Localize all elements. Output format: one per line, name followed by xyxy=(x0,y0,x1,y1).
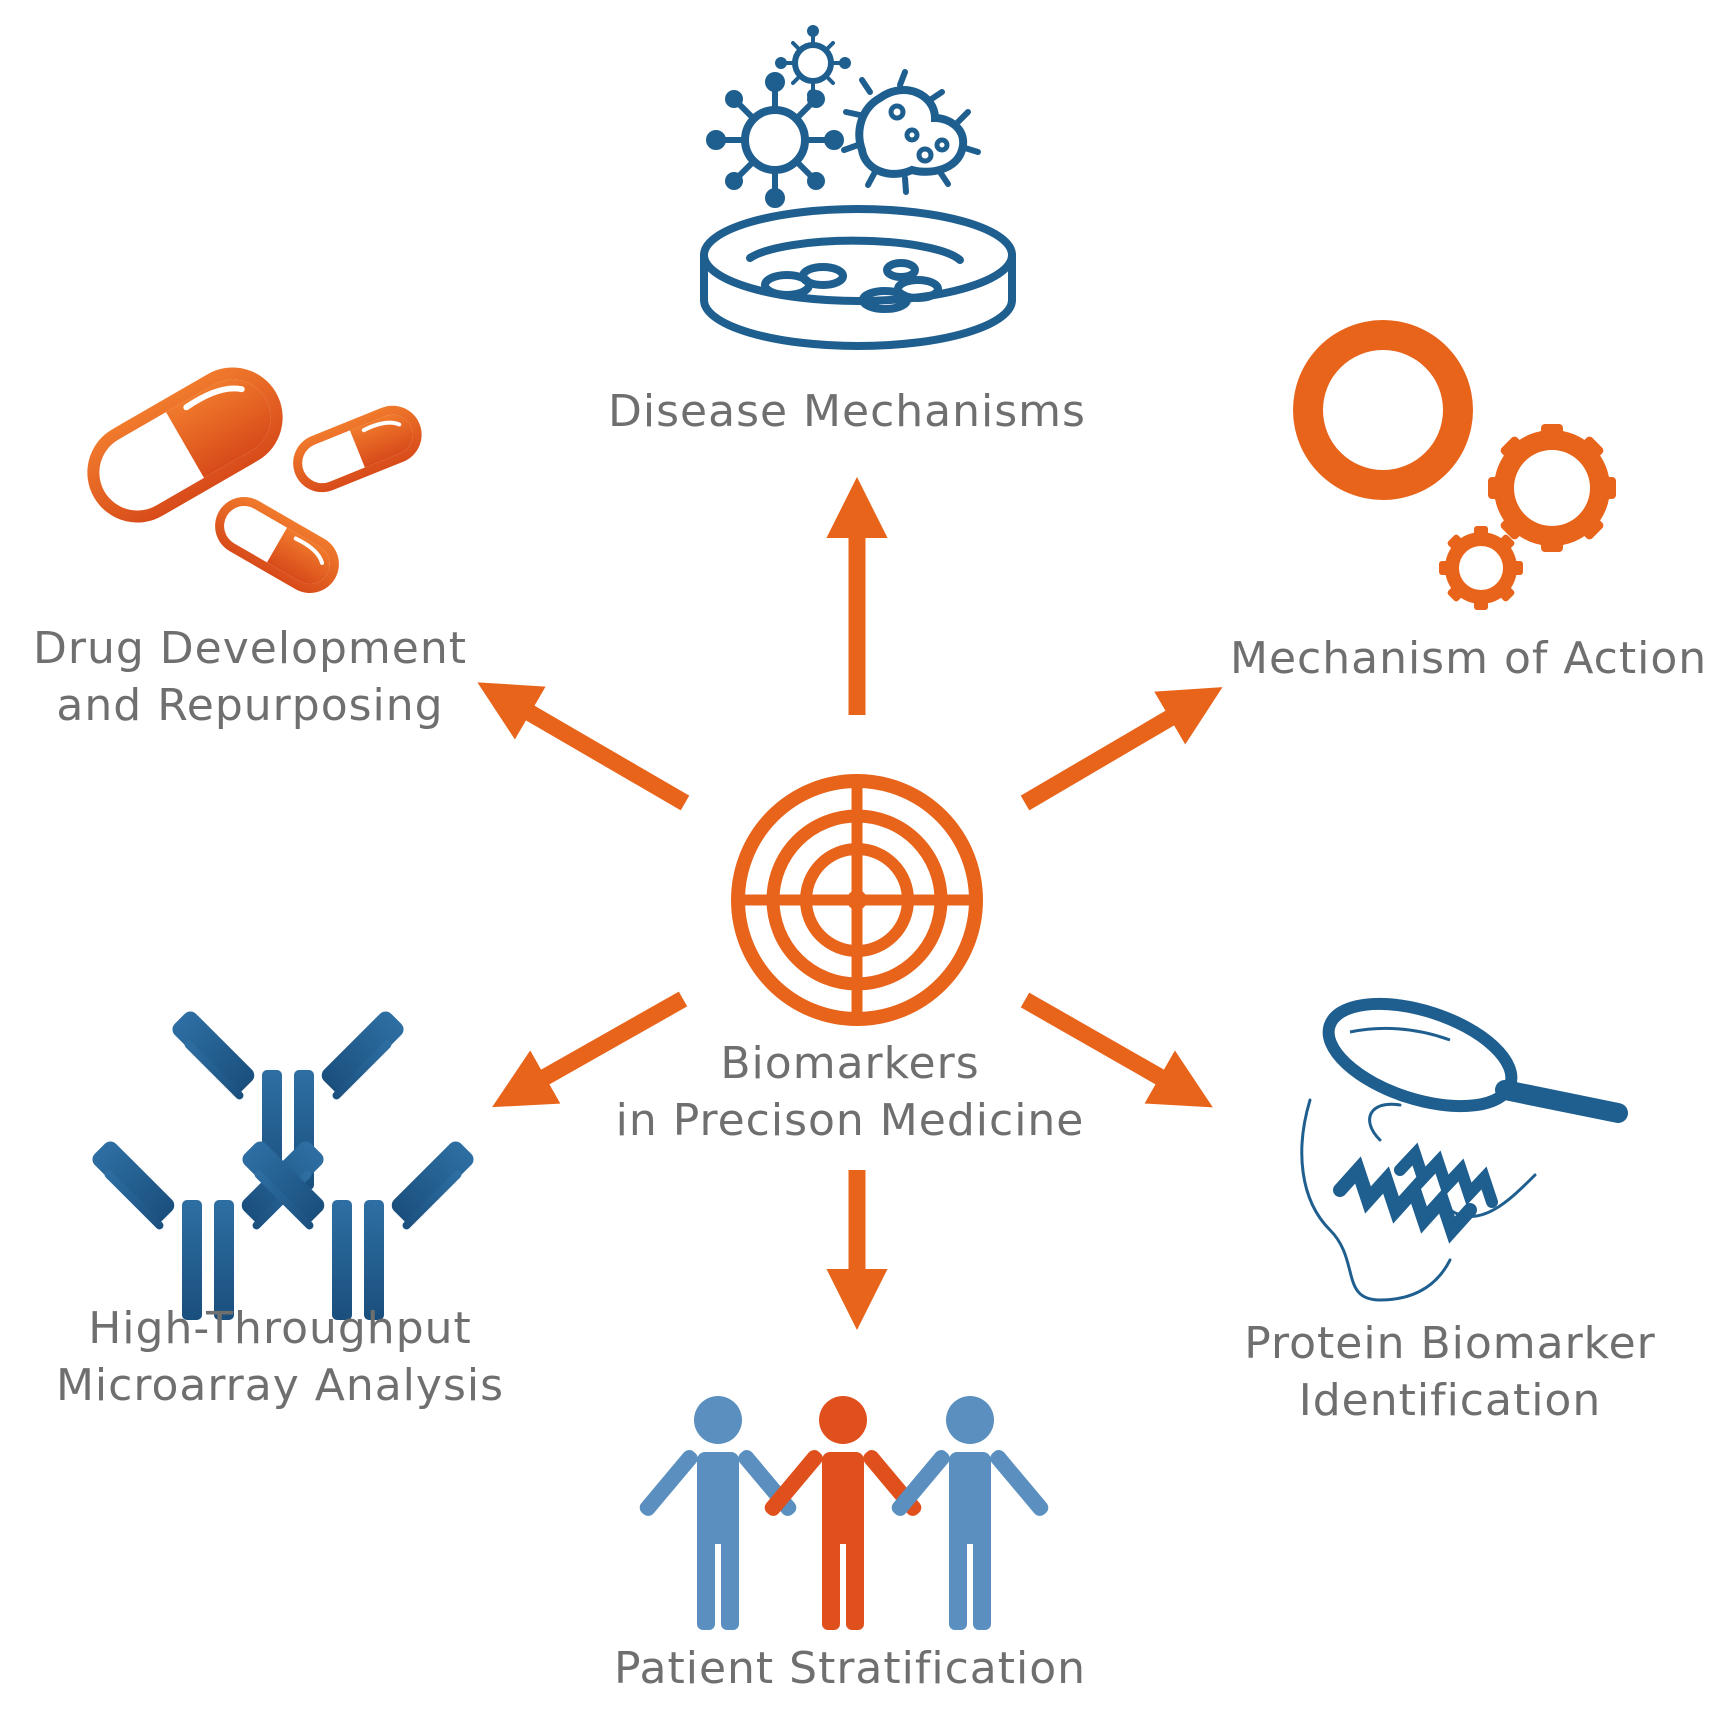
arrow-lower-right xyxy=(1020,992,1213,1108)
antibodies-icon xyxy=(92,1011,474,1320)
arrow-lower-left xyxy=(492,991,688,1108)
target-icon xyxy=(731,774,983,1026)
petri-dish-viruses-icon xyxy=(700,25,1016,350)
capsules-icon xyxy=(87,367,422,593)
label-disease-mechanisms: Disease Mechanisms xyxy=(608,386,1086,437)
label-mechanism-of-action: Mechanism of Action xyxy=(1230,633,1708,684)
label-center-biomarkers: Biomarkers in Precison Medicine xyxy=(615,1038,1085,1146)
label-protein-biomarker: Protein Biomarker Identification xyxy=(1244,1318,1656,1426)
label-microarray: High-Throughput Microarray Analysis xyxy=(55,1303,505,1411)
arrow-upper-left xyxy=(477,682,690,811)
gears-icon xyxy=(1293,320,1616,610)
magnifier-protein-icon xyxy=(1300,997,1628,1302)
label-patient-stratification: Patient Stratification xyxy=(613,1643,1087,1694)
arrows xyxy=(477,476,1223,1331)
people-icon xyxy=(639,1396,1049,1630)
arrow-upper-right xyxy=(1020,687,1223,811)
label-drug-development: Drug Development and Repurposing xyxy=(33,623,467,731)
